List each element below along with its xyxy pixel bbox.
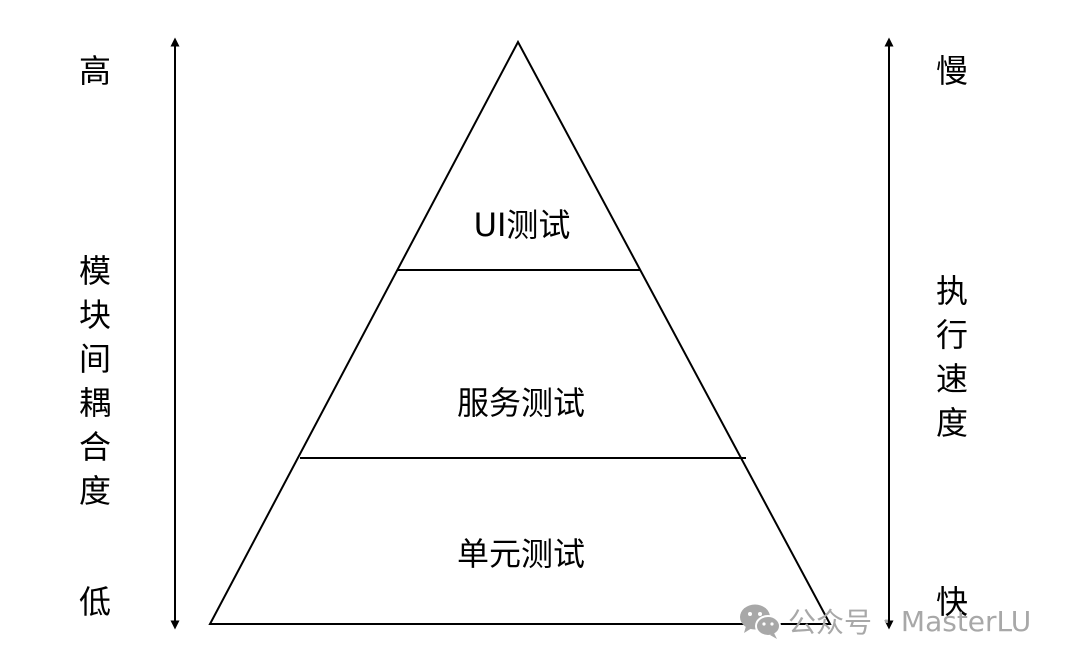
watermark-source: 公众号 (788, 606, 873, 639)
vertical-char: 间 (79, 340, 111, 378)
tier-label-ui-test: UI测试 (474, 206, 571, 244)
watermark-separator: · (882, 604, 891, 638)
tier-label-unit-test: 单元测试 (457, 535, 585, 573)
right-axis-top-label: 慢 (936, 52, 968, 90)
vertical-char: 模 (79, 252, 111, 290)
left-axis-middle-label: 模块间耦合度 (79, 252, 111, 510)
watermark: 公众号 · MasterLU (738, 598, 1031, 644)
left-axis-bottom-label: 低 (79, 583, 111, 621)
wechat-icon (740, 604, 781, 639)
vertical-char: 合 (79, 428, 111, 466)
vertical-char: 块 (79, 296, 111, 334)
tier-label-service-test: 服务测试 (457, 384, 585, 422)
vertical-char: 度 (79, 472, 111, 510)
watermark-account: MasterLU (900, 604, 1032, 638)
vertical-char: 行 (936, 316, 968, 354)
vertical-char: 速 (936, 360, 968, 398)
vertical-char: 度 (936, 404, 968, 442)
right-axis-middle-label: 执行速度 (936, 272, 968, 442)
pyramid-outline (208, 39, 832, 625)
left-axis-top-label: 高 (79, 52, 111, 90)
vertical-char: 耦 (79, 384, 111, 422)
right-axis-bottom-label: 快 (936, 583, 968, 621)
vertical-char: 执 (936, 272, 968, 310)
